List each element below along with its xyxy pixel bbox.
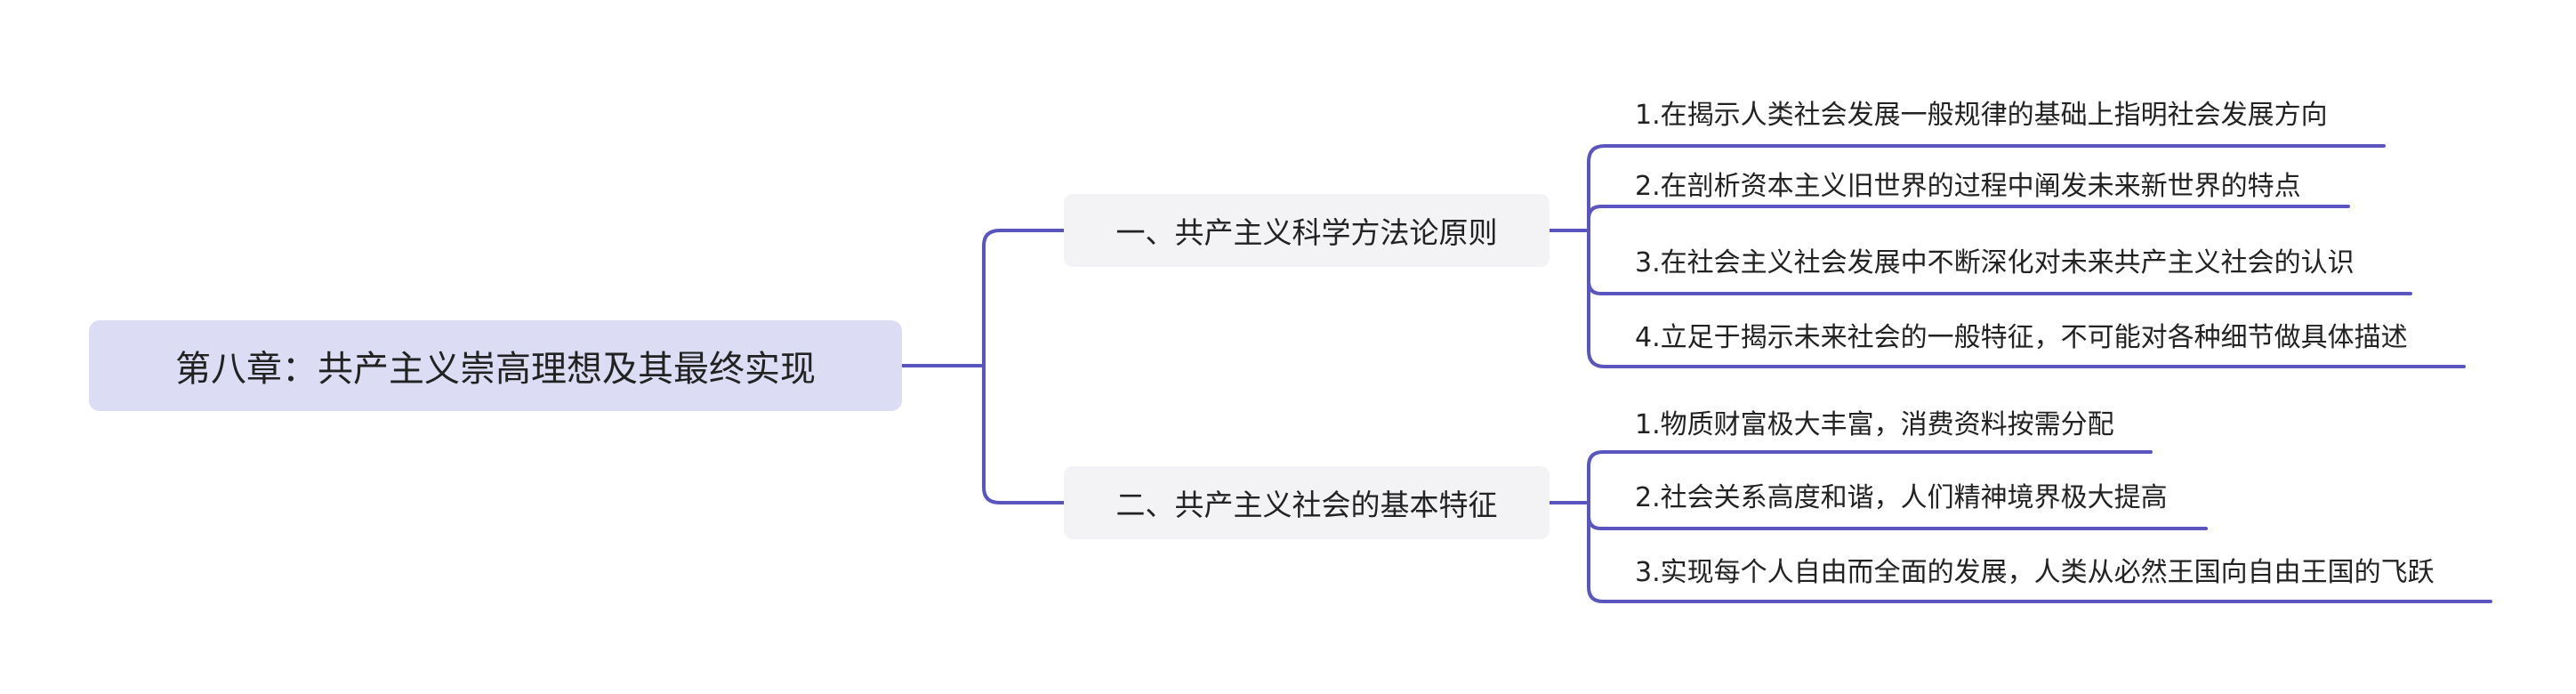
trunk-to-branch-1 — [982, 229, 1066, 367]
root-label: 第八章：共产主义崇高理想及其最终实现 — [175, 349, 816, 390]
branch-2-label: 二、共产主义社会的基本特征 — [1115, 488, 1498, 522]
branch-2-leaf-1[interactable]: 1.物质财富极大丰富，消费资料按需分配 — [1635, 409, 2114, 440]
trunk-to-branch-2 — [982, 364, 1066, 504]
branch-1-leaf-1-connector — [1587, 144, 2386, 232]
branch-2-leaf-2[interactable]: 2.社会关系高度和谐，人们精神境界极大提高 — [1635, 482, 2168, 513]
branch-1-leaf-3[interactable]: 3.在社会主义社会发展中不断深化对未来共产主义社会的认识 — [1635, 247, 2355, 278]
branch-node-1[interactable]: 一、共产主义科学方法论原则 — [1064, 194, 1550, 267]
branch-1-leaf-4-connector — [1587, 229, 2466, 368]
branch-2-leaf-3[interactable]: 3.实现每个人自由而全面的发展，人类从必然王国向自由王国的飞跃 — [1635, 557, 2435, 588]
branch-2-leaf-1-connector — [1587, 450, 2153, 504]
branch-1-leaf-4[interactable]: 4.立足于揭示未来社会的一般特征，不可能对各种细节做具体描述 — [1635, 322, 2408, 353]
branch-1-leaf-2-connector — [1587, 205, 2350, 232]
branch-1-leaf-1[interactable]: 1.在揭示人类社会发展一般规律的基础上指明社会发展方向 — [1635, 100, 2328, 131]
root-node[interactable]: 第八章：共产主义崇高理想及其最终实现 — [89, 320, 902, 411]
branch-2-leaf-3-connector — [1587, 501, 2492, 603]
branch-1-leaf-2[interactable]: 2.在剖析资本主义旧世界的过程中阐发未来新世界的特点 — [1635, 171, 2301, 202]
branch-node-2[interactable]: 二、共产主义社会的基本特征 — [1064, 466, 1550, 539]
branch-1-label: 一、共产主义科学方法论原则 — [1115, 215, 1498, 250]
